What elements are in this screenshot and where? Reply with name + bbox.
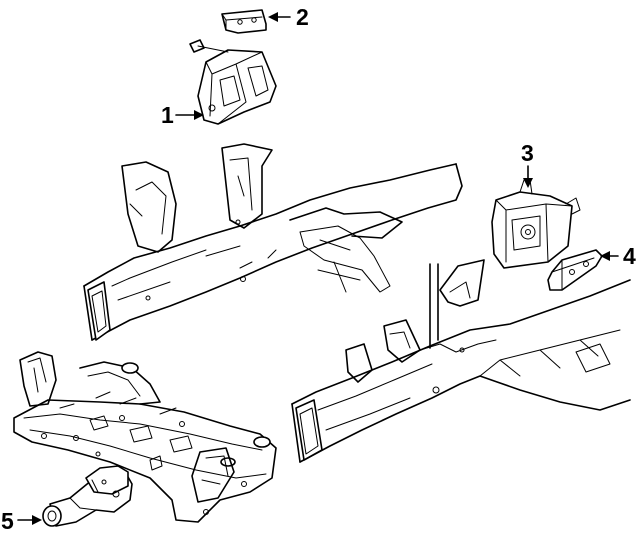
callout-4-arrowhead: [600, 251, 610, 261]
callout-5-arrowhead: [32, 515, 42, 525]
callout-2: 2: [268, 4, 309, 30]
part-3-engine-mount[interactable]: [491, 179, 581, 269]
callout-3: 3: [521, 140, 534, 188]
part-5-torque-rod[interactable]: [42, 465, 133, 527]
lower-frame-rail: [291, 259, 631, 463]
callout-5: 5: [1, 508, 42, 534]
callout-1-label: 1: [161, 102, 174, 128]
upper-frame-rail: [83, 143, 463, 341]
callout-1: 1: [161, 102, 204, 128]
callout-2-label: 2: [296, 4, 309, 30]
callout-3-arrowhead: [523, 178, 533, 188]
callout-1-arrowhead: [194, 110, 204, 120]
callout-2-arrowhead: [268, 12, 278, 22]
subframe-crossmember: [13, 351, 277, 523]
callout-4-label: 4: [623, 243, 636, 269]
part-4-side-bracket[interactable]: [547, 249, 603, 291]
part-2-bracket[interactable]: [221, 9, 267, 34]
callout-3-label: 3: [521, 140, 534, 166]
callout-5-label: 5: [1, 508, 14, 534]
callout-4: 4: [600, 243, 636, 269]
part-1-mount-bracket[interactable]: [189, 39, 277, 125]
